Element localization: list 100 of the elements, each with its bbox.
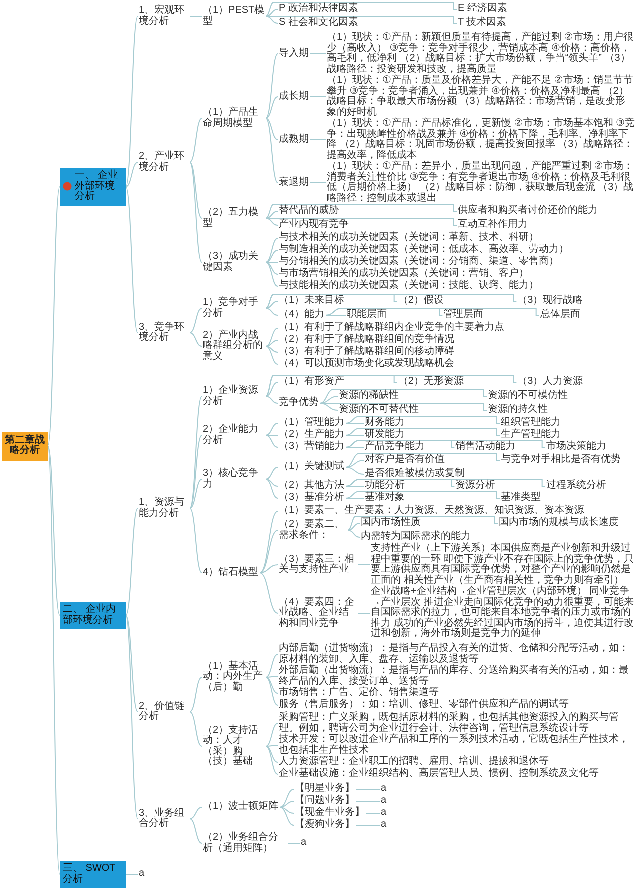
connector-line bbox=[266, 250, 278, 263]
topic-text: （1）现状：①产品：产品标准化，更新慢 ②市场：市场基本饱和 ③竞争：出现挑衅性价格战及兼并 ④价格：价格下降，毛利率、净利率下降 （2）战略目标：巩固市场份额，提高投资回报率 （3）战略路径：提高效率，降低成本 bbox=[326, 119, 636, 161]
connector-line bbox=[266, 346, 278, 365]
topic-text: 对客户是否有价值 bbox=[364, 455, 446, 466]
topic-text: （2）生产能力 bbox=[278, 430, 346, 440]
connector-line bbox=[266, 396, 278, 404]
topic-text: a bbox=[380, 796, 388, 806]
connector-line bbox=[280, 801, 294, 808]
connector-line bbox=[266, 654, 278, 678]
connector-line bbox=[266, 340, 278, 347]
connector-line bbox=[48, 186, 60, 446]
connector-line bbox=[346, 467, 364, 475]
topic-text: 服务（售后服务）：如：培训、修理、零部件供应和产品的调试等 bbox=[278, 700, 570, 710]
connector-line bbox=[190, 508, 202, 574]
topic-text: 导入期 bbox=[278, 48, 310, 59]
topic-text: 国内市场的规模与成长速度 bbox=[498, 518, 620, 528]
connector-line bbox=[346, 486, 364, 487]
topic-text: （3）成功关键因素 bbox=[202, 252, 266, 273]
topic-text: 产品竞争能力 bbox=[364, 442, 426, 452]
topic-text: 企业基础设施：企业组织结构、高层管理人员、惯例、控制系统及文化等 bbox=[278, 769, 600, 780]
topic-text: 资源的不可模仿性 bbox=[487, 391, 569, 402]
topic-text: 基准类型 bbox=[500, 493, 542, 504]
topic-text: （1）关键测试 bbox=[278, 462, 346, 472]
topic-text: E 经济因素 bbox=[457, 4, 508, 14]
connector-line bbox=[190, 16, 202, 17]
topic-text: 与竞争对手相比是否有优势 bbox=[500, 455, 622, 466]
topic-text: 支持性产业（上下游关系）本国供应商是产业创新和升级过程中重要的一环 即使下游产业不存在国际上的竞争优势，只要上游供应商具有国际竞争优势，对整个产业的影响仍然是正面的 相关性产业（生产商有相关性，竞争力则有牵引） bbox=[370, 544, 636, 586]
connector-line bbox=[266, 262, 278, 263]
connector-line bbox=[346, 440, 546, 448]
topic-text: S 社会和文化因素 bbox=[278, 18, 360, 28]
connector-line bbox=[260, 530, 278, 574]
connector-line bbox=[266, 118, 278, 184]
topic-text: 组织管理能力 bbox=[500, 418, 562, 428]
connector-line bbox=[266, 262, 278, 275]
connector-line bbox=[260, 564, 278, 574]
connector-line bbox=[260, 572, 278, 614]
topic-text: 生产管理能力 bbox=[500, 430, 562, 440]
connector-line bbox=[266, 262, 278, 287]
connector-line bbox=[346, 453, 500, 468]
topic-text: （1）要素一、生产要素：人力资源、天然资源、知识资源、资本资源 bbox=[278, 506, 586, 516]
branch-topic-box bbox=[60, 168, 126, 206]
topic-text: 市场销售：广告、定价、销售渠道等 bbox=[278, 688, 440, 698]
topic-text: 2、价值链分析 bbox=[138, 702, 190, 722]
branch-topic-box bbox=[60, 861, 126, 888]
topic-text: （2）无形资源 bbox=[397, 377, 465, 388]
connector-line bbox=[348, 530, 360, 538]
topic-text: 3、业务组合分析 bbox=[138, 808, 190, 830]
connector-line bbox=[126, 186, 138, 334]
connector-line bbox=[266, 746, 278, 763]
topic-text: 3、竞争环境分析 bbox=[138, 322, 190, 344]
topic-text: 2）产业内战略群组分析的意义 bbox=[202, 330, 266, 362]
connector-line bbox=[346, 491, 500, 499]
topic-text: 互动互补作用力 bbox=[457, 220, 529, 230]
connector-line bbox=[266, 677, 278, 694]
topic-text: 内部后勤（进货物流）：是指与产品投入有关的进货、仓储和分配等活动，如：原材料的装卸、入库、盘存、运输以及退货等 bbox=[278, 644, 636, 665]
topic-text: 资源的不可替代性 bbox=[338, 405, 420, 416]
connector-line bbox=[266, 435, 278, 436]
topic-text: （2）其他方法 bbox=[278, 481, 346, 492]
connector-line bbox=[266, 346, 278, 353]
topic-text: 销售活动能力 bbox=[454, 442, 517, 452]
topic-text: a bbox=[300, 838, 308, 848]
topic-text: （1）现状：①产品：差异小，质量出现问题，产能严重过剩 ②市场：消费者关注性价比 ③竞争：有竞争者退出市场 ④价格：价格及毛利很低（后期价格上扬） （2）战略目标：防御，获取最后现金流 （3）战略路径：控制成本或退出 bbox=[326, 162, 636, 204]
topic-text: 功能分析 bbox=[364, 481, 406, 492]
topic-text: （3）现行战略 bbox=[516, 296, 584, 306]
topic-text: 资源分析 bbox=[454, 481, 497, 492]
topic-text: 1）竞争对手分析 bbox=[202, 298, 266, 319]
topic-text: （1）基本活动：内外生产（后）勤 bbox=[202, 662, 266, 693]
topic-text: （4）能力 bbox=[278, 310, 326, 320]
connector-line bbox=[346, 435, 364, 436]
connector-line bbox=[266, 745, 278, 747]
topic-label: 二、 企业内部环境分析 bbox=[63, 605, 117, 626]
connector-line bbox=[348, 516, 498, 531]
connector-line bbox=[310, 96, 326, 98]
topic-text: 职能层面 bbox=[346, 310, 388, 320]
connector-line bbox=[266, 238, 278, 263]
topic-text: （1）现状：①产品：质量及价格差异大，产能不足 ②市场：销量节节攀升 ③竞争：竞争者涌入，出现兼并 ④价格：价格及净利最高 （2）战略目标：争取最大市场份额 （3）战略路径：市场营销，是改变形象的好时机 bbox=[326, 76, 636, 118]
topic-text: 竞争优势 bbox=[278, 398, 320, 408]
topic-text: 【现金牛业务】 bbox=[294, 808, 366, 818]
topic-text: 与制造相关的成功关键因素（关键词：低成本、高效率、劳动力） bbox=[278, 245, 570, 256]
topic-text: （1）有利于了解战略群组内企业竞争的主要着力点 bbox=[278, 323, 506, 334]
connector-line bbox=[126, 16, 138, 188]
topic-text: 衰退期 bbox=[278, 178, 310, 188]
topic-text: 过程系统分析 bbox=[545, 481, 608, 492]
connector-line bbox=[266, 382, 278, 397]
connector-line bbox=[190, 435, 202, 509]
connector-line bbox=[126, 615, 138, 820]
topic-text: （3）有利于了解战略群组间的移动障碍 bbox=[278, 347, 456, 358]
topic-text: （2）有利于了解战略群组间的竞争情况 bbox=[278, 335, 456, 346]
connector-line bbox=[280, 807, 294, 826]
topic-text: （3）营销能力 bbox=[278, 442, 346, 452]
topic-text: （1）未来目标 bbox=[278, 296, 346, 306]
topic-text: 资源的稀缺性 bbox=[338, 391, 400, 402]
topic-text: 1、宏观环境分析 bbox=[138, 6, 190, 27]
connector-line bbox=[190, 479, 202, 509]
connector-line bbox=[190, 677, 202, 712]
connector-line bbox=[356, 789, 380, 790]
connector-line bbox=[266, 479, 278, 499]
topic-text: 【问题业务】 bbox=[294, 796, 356, 806]
topic-text: T 技术因素 bbox=[457, 18, 508, 28]
topic-text: （1）PEST模型 bbox=[202, 6, 266, 27]
